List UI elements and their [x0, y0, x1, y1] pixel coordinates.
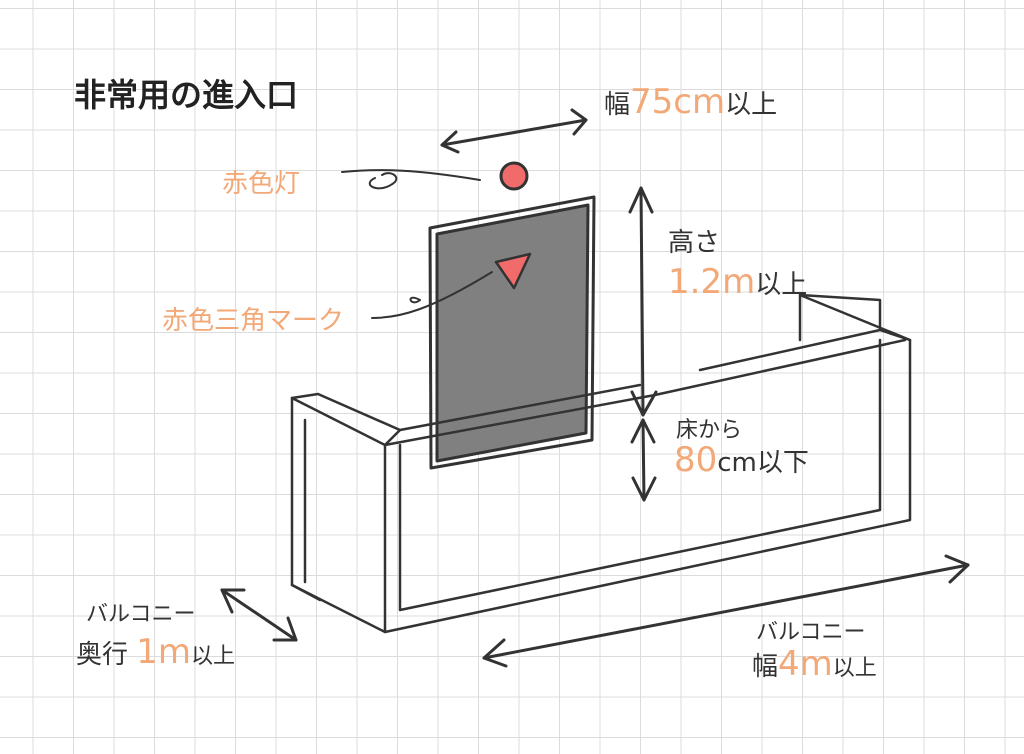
page-title: 非常用の進入口 — [74, 76, 299, 114]
floor-suffix: cm以下 — [717, 448, 809, 478]
width-value: 75cm — [630, 82, 726, 122]
triangle-leader — [371, 271, 493, 319]
width-suffix: 以上 — [725, 90, 778, 120]
height-1-2m-arrow — [628, 186, 658, 417]
triangle-mark-label: 赤色三角マーク — [162, 306, 345, 336]
floor-value: 80 — [674, 440, 718, 480]
balcony-width-line1: バルコニー — [756, 620, 866, 645]
balcony — [290, 293, 912, 634]
balcony-width-4m-arrow — [482, 554, 970, 668]
balcony-width-4m-label: 幅4m以上 — [752, 644, 877, 684]
red-triangle-mark-icon — [494, 252, 532, 290]
depth-prefix: 奥行 — [76, 640, 129, 670]
width-75cm-arrow — [440, 108, 588, 154]
balcony-width-value: 4m — [778, 644, 833, 684]
red-light-label: 赤色灯 — [222, 169, 301, 199]
height-value: 1.2m — [668, 262, 756, 302]
width-prefix: 幅 — [604, 90, 631, 120]
depth-1m-arrow — [220, 588, 298, 642]
entry-window — [428, 195, 596, 470]
red-light-leader — [341, 169, 481, 190]
floor-prefix: 床から — [676, 418, 743, 443]
depth-value: 1m — [136, 632, 192, 672]
height-1-2m-label: 1.2m以上 — [668, 262, 807, 302]
depth-1m-label: 奥行 1m以上 — [76, 632, 235, 672]
red-light-icon — [499, 161, 529, 191]
height-suffix: 以上 — [755, 270, 808, 300]
floor-80cm-label: 80cm以下 — [674, 440, 809, 480]
height-prefix: 高さ — [668, 228, 721, 258]
depth-suffix: 以上 — [191, 644, 236, 669]
floor-80cm-arrow — [630, 418, 657, 502]
balcony-width-prefix: 幅 — [752, 652, 779, 682]
balcony-width-suffix: 以上 — [832, 656, 877, 681]
width-75cm-label: 幅75cm以上 — [604, 82, 777, 122]
depth-line1: バルコニー — [86, 602, 196, 627]
